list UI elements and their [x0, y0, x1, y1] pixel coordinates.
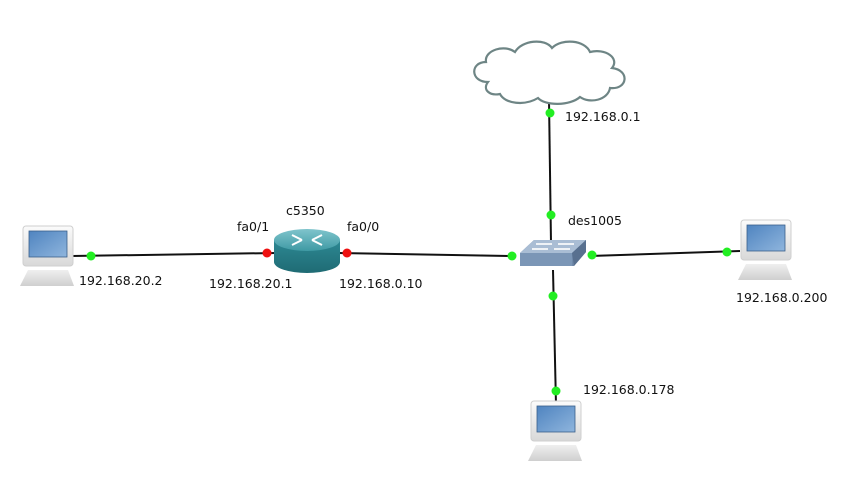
link-pc-left-router[interactable]: [71, 252, 277, 257]
pc-icon: [738, 219, 792, 280]
pc-right-label: 192.168.0.200: [736, 290, 828, 305]
port-up-dot: [507, 251, 517, 261]
router-fa01-ip-label: 192.168.20.1: [209, 276, 293, 291]
port-up-dot: [551, 386, 561, 396]
router-icon: [274, 229, 340, 273]
link-cloud-switch[interactable]: [548, 99, 552, 244]
port-up-dot: [587, 250, 597, 260]
links: [71, 99, 741, 406]
router-node[interactable]: [274, 229, 340, 273]
link-switch-pc-bottom[interactable]: [552, 269, 557, 406]
port-down-dot: [262, 248, 272, 258]
port-up-dot: [86, 251, 96, 261]
pc-left-label: 192.168.20.2: [79, 273, 163, 288]
router-fa00-ip-label: 192.168.0.10: [339, 276, 423, 291]
switch-node[interactable]: [520, 240, 586, 266]
pc-icon: [20, 225, 74, 286]
port-indicators: [86, 108, 732, 396]
cloud-icon: [473, 40, 626, 105]
cloud-ip-label: 192.168.0.1: [565, 109, 641, 124]
pc-bottom-label: 192.168.0.178: [583, 382, 675, 397]
cloud-node[interactable]: [473, 40, 626, 105]
router-name-label: c5350: [286, 203, 325, 218]
pc-bottom-node[interactable]: [528, 400, 582, 461]
pc-left-node[interactable]: [20, 225, 74, 286]
link-router-switch[interactable]: [337, 252, 513, 257]
router-fa00-label: fa0/0: [347, 219, 380, 234]
port-up-dot: [722, 247, 732, 257]
pc-icon: [528, 400, 582, 461]
port-up-dot: [548, 291, 558, 301]
router-fa01-label: fa0/1: [237, 219, 270, 234]
port-up-dot: [545, 108, 555, 118]
switch-name-label: des1005: [568, 213, 622, 228]
link-switch-pc-right[interactable]: [589, 250, 741, 257]
switch-icon: [520, 240, 586, 266]
port-down-dot: [342, 248, 352, 258]
port-up-dot: [546, 210, 556, 220]
pc-right-node[interactable]: [738, 219, 792, 280]
